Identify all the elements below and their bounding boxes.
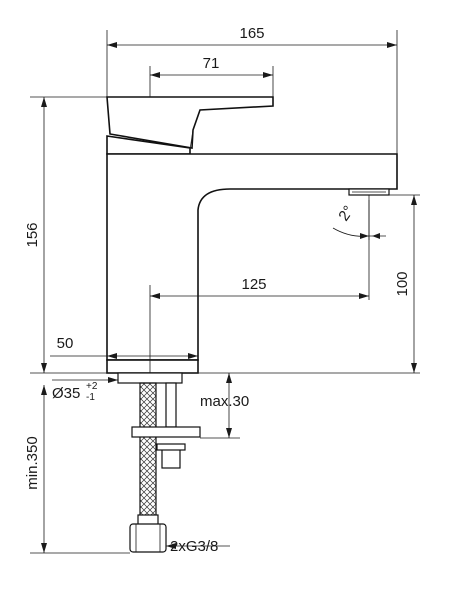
hose-nut [129, 523, 167, 553]
fixing-nut [161, 447, 181, 469]
dim-hole-tol-minus: -1 [86, 392, 95, 403]
dim-spout-height: 100 [394, 271, 411, 296]
dim-hose-length: min.350 [24, 436, 41, 489]
base-plate [106, 359, 199, 374]
handle-lever [106, 96, 274, 149]
dim-base-width: 50 [57, 335, 74, 352]
dim-overall-width: 165 [239, 25, 264, 42]
main-body [106, 153, 398, 361]
dim-overall-height: 156 [24, 222, 41, 247]
mounting-parts [117, 372, 201, 553]
faucet-body [106, 96, 398, 374]
dim-spout-reach: 125 [241, 276, 266, 293]
dim-connection: 2xG3/8 [170, 538, 218, 555]
mounting-flange [117, 372, 183, 384]
dim-swivel-angle: 2° [335, 203, 357, 225]
fixing-plate [131, 426, 201, 438]
dim-hole-diameter: Ø35 [52, 385, 80, 402]
dim-max-deck: max.30 [200, 393, 249, 410]
threaded-rod [165, 382, 177, 428]
braided-hose [139, 382, 157, 524]
dim-hole-tol-plus: +2 [86, 381, 98, 392]
dimension-lines [30, 30, 420, 554]
dim-handle-length: 71 [203, 55, 220, 72]
